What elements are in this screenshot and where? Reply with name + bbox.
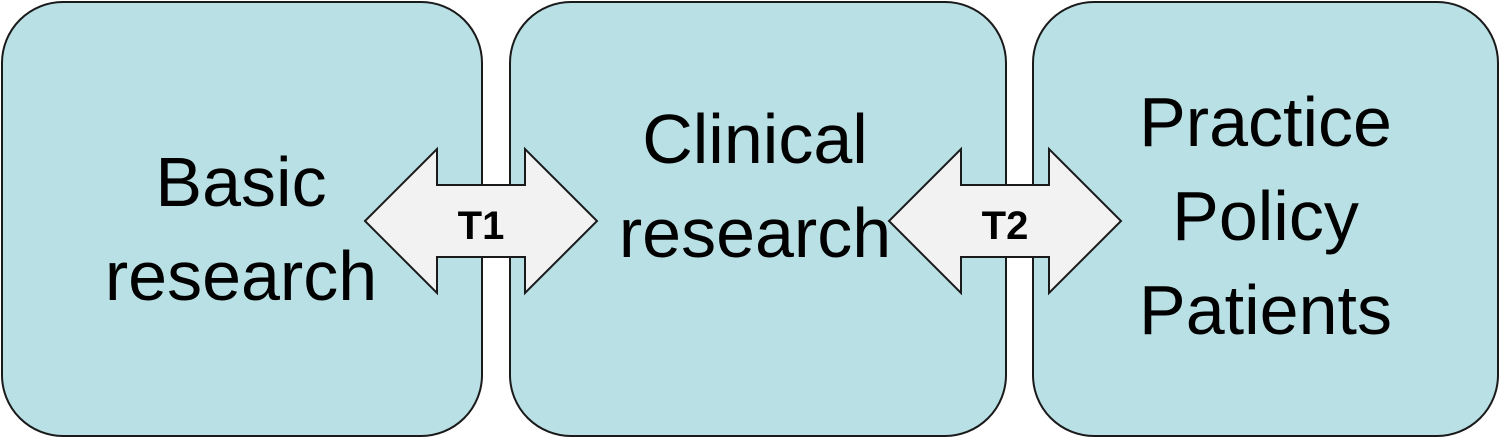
t1-double-arrow: T1 [363,146,599,296]
policy-line: Policy [1172,177,1359,255]
t1-double-arrow-icon [363,146,599,296]
basic-research-text: Basic research [105,135,377,323]
t1-label: T1 [457,203,505,248]
t2-arrow-shape [887,146,1123,296]
practice-policy-patients-text: Practice Policy Patients [1139,75,1392,357]
t2-label: T2 [981,203,1029,248]
t2-double-arrow-icon [887,146,1123,296]
clinical-research-line-1: Clinical [642,100,868,178]
clinical-research-line-2: research [618,194,892,272]
patients-line: Patients [1139,271,1392,349]
basic-research-line-1: Basic [155,143,327,221]
t2-double-arrow: T2 [887,146,1123,296]
basic-research-line-2: research [104,237,378,315]
clinical-research-text: Clinical research [619,92,891,280]
t1-arrow-shape [363,146,599,296]
practice-line: Practice [1139,83,1392,161]
